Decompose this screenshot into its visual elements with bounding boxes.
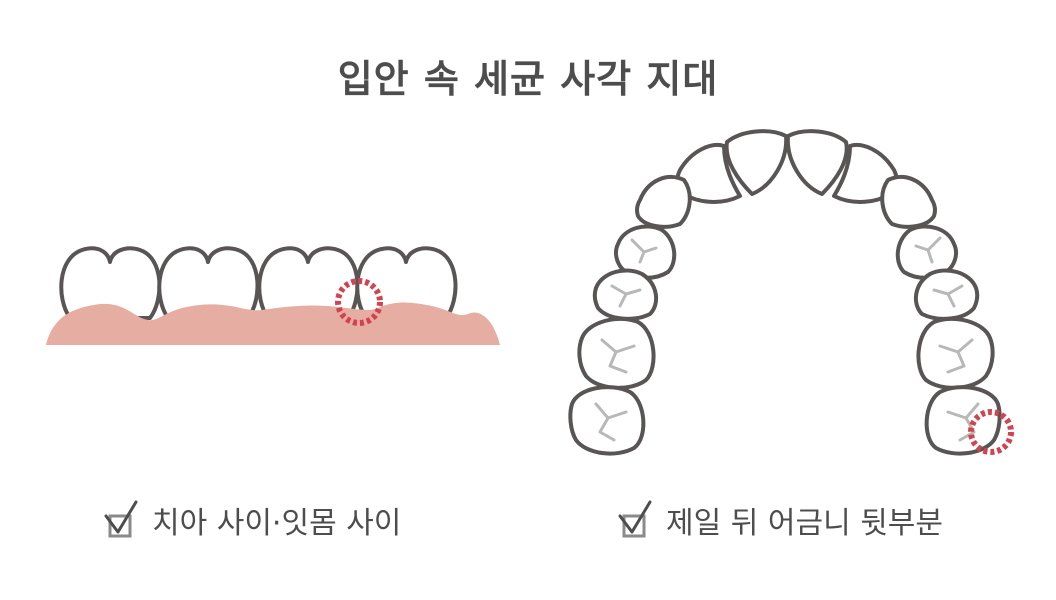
caption-interdental: 치아 사이·잇몸 사이 (104, 492, 401, 548)
gum (46, 302, 500, 345)
arch-incisor-central-left (724, 129, 789, 196)
caption-label: 치아 사이·잇몸 사이 (152, 506, 402, 541)
arch-molar-2-right (924, 385, 1002, 456)
arch-incisor-central-right (785, 129, 849, 196)
side-view-teeth (59, 246, 458, 320)
arch-canine-left (634, 174, 692, 229)
arch-canine-right (880, 174, 938, 229)
arch-molar-1-right (916, 316, 995, 390)
caption-back-molar: 제일 뒤 어금니 뒷부분 (618, 492, 943, 548)
caption-label: 제일 뒤 어금니 뒷부분 (666, 506, 944, 541)
arch-premolar-1-right (895, 224, 959, 280)
checkbox-checked-icon (104, 500, 138, 538)
dental-arch (568, 129, 1002, 456)
page-title: 입안 속 세균 사각 지대 (337, 57, 719, 101)
side-highlight-circle (335, 278, 383, 326)
checkbox-checked-icon (618, 500, 652, 538)
side-tooth-2 (157, 246, 260, 320)
arch-fissures (594, 236, 980, 442)
arch-highlight-circle (968, 409, 1014, 455)
